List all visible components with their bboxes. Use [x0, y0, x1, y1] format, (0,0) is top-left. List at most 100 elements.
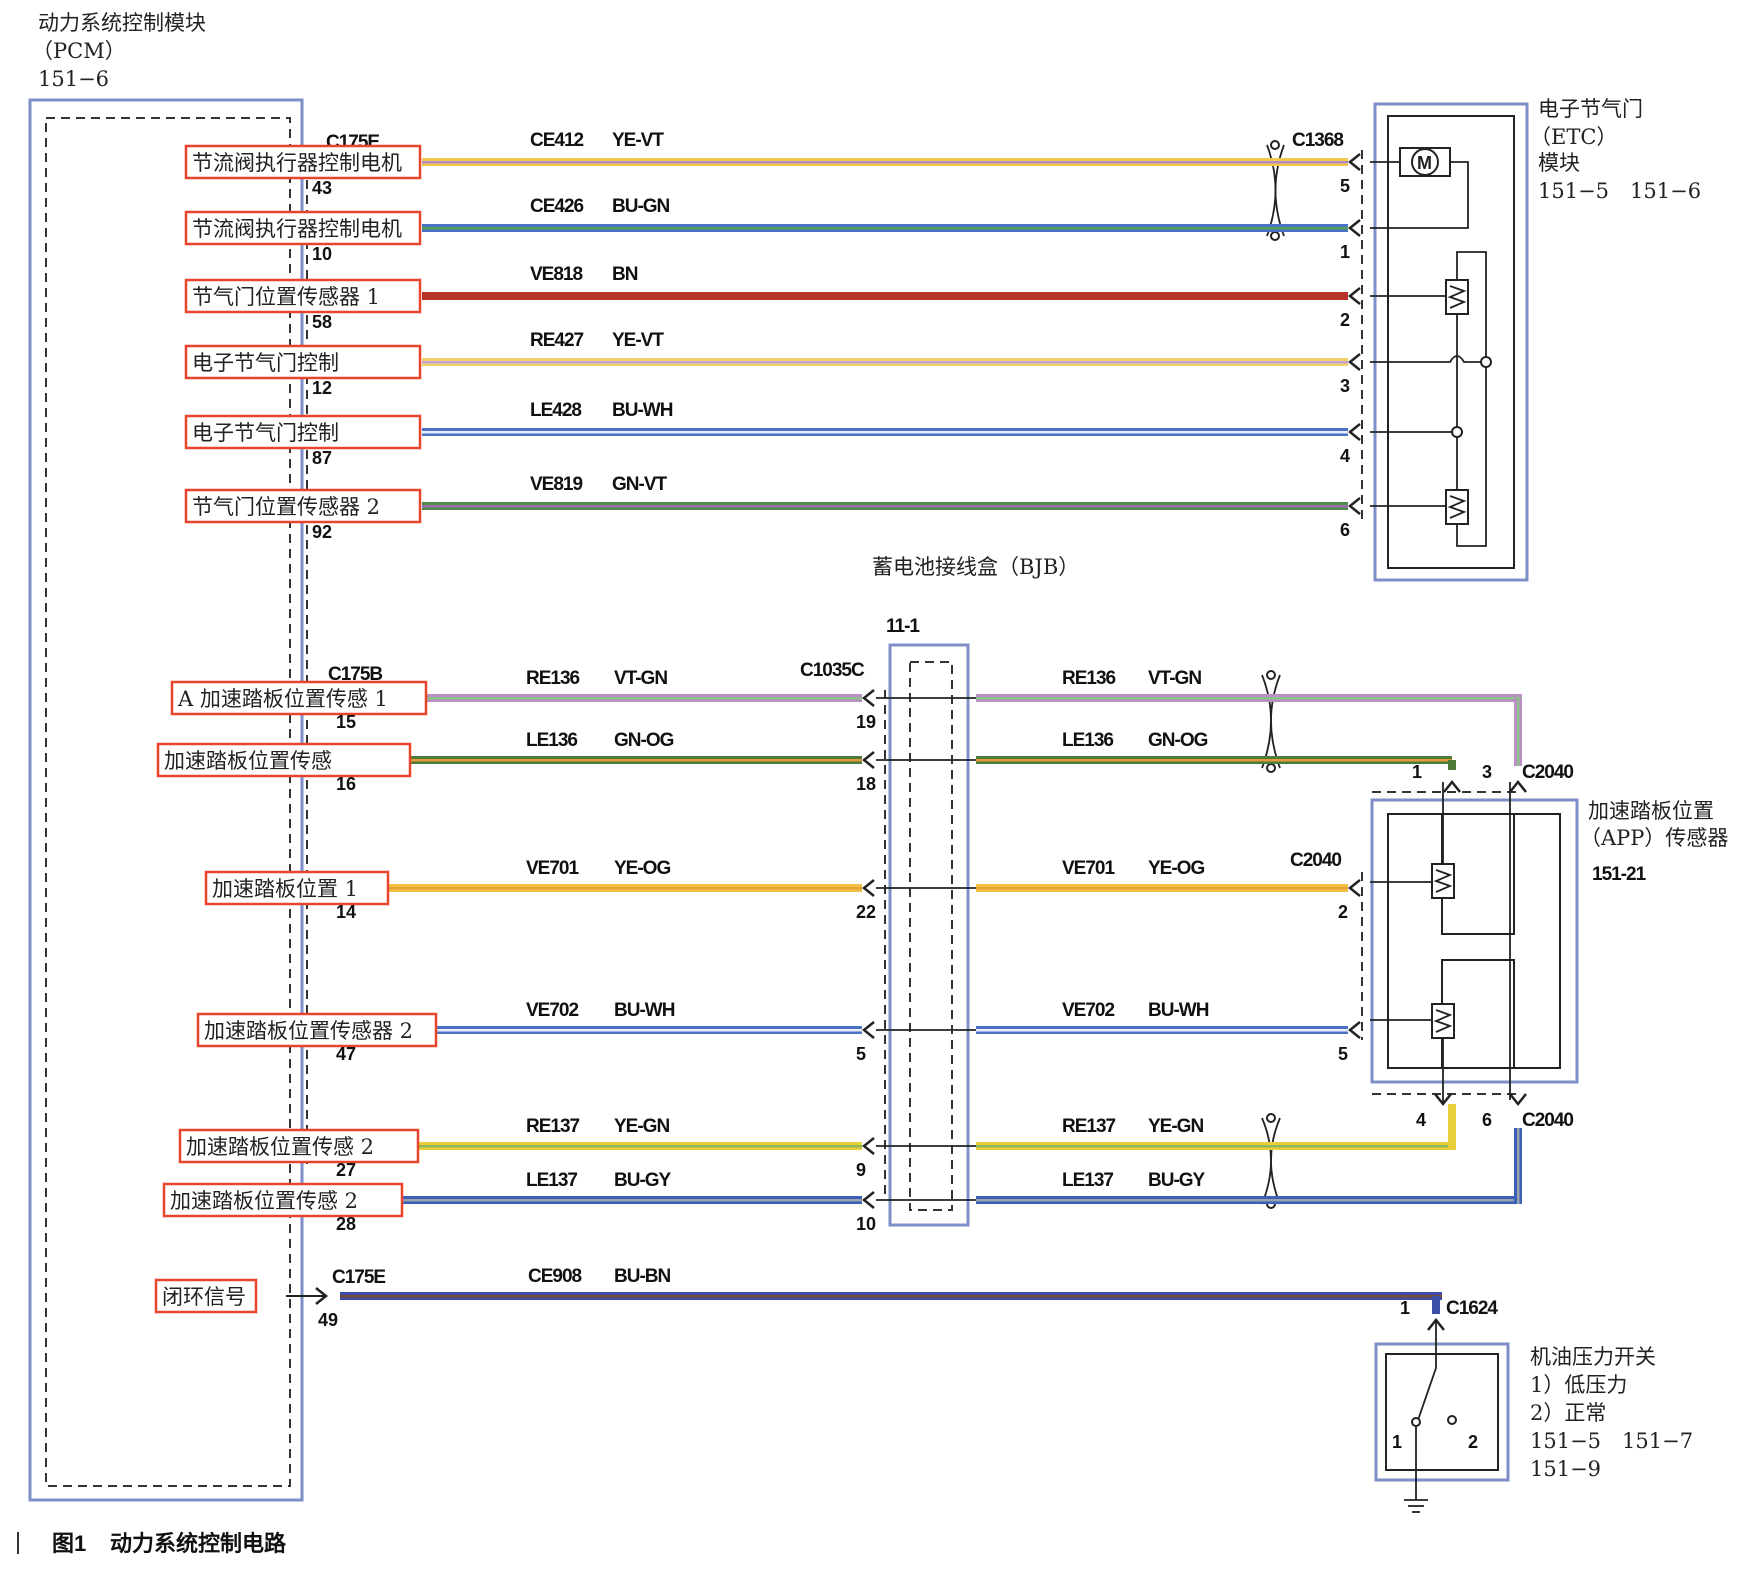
- connector-arrow-icon: [861, 1137, 875, 1155]
- wire-color-code: YE-VT: [612, 130, 664, 151]
- figure-caption: 动力系统控制电路: [110, 1531, 287, 1556]
- bjb-connector: C1035C: [800, 660, 865, 681]
- circuit-label-box: [184, 414, 422, 450]
- bjb-title: 蓄电池接线盒（BJB）: [872, 555, 1079, 579]
- circuit-label-box: [184, 278, 422, 314]
- circuit-id-right: LE136: [1062, 730, 1113, 751]
- circuit-label-box: [154, 1278, 258, 1314]
- circuit-id: VE818: [530, 264, 582, 285]
- app-sensor-1-icon: [1431, 863, 1455, 899]
- connector-arrow-icon: [861, 879, 875, 897]
- circuit-label-box: [178, 1128, 420, 1164]
- circuit-id: CE412: [530, 130, 584, 151]
- circuit-label-box: [170, 680, 428, 716]
- wire-stripe-secondary: [1517, 1128, 1520, 1204]
- circuit-id: VE702: [526, 1000, 578, 1021]
- wire-stripe-main: [1448, 760, 1456, 770]
- wire-stripe-secondary: [426, 697, 862, 700]
- pressure-switch-icon: [1404, 1320, 1457, 1513]
- wire-stripe-secondary: [388, 887, 862, 890]
- wire-stripe-secondary: [422, 161, 1348, 164]
- bjb-pin: 9: [856, 1160, 866, 1180]
- oil-ref1: 151−5 151−7: [1530, 1429, 1693, 1453]
- oil-title: 机油压力开关: [1530, 1345, 1656, 1369]
- bjb-frame: [888, 643, 970, 1227]
- connector-arrow-icon: [1509, 1093, 1527, 1107]
- motor-icon: M: [1399, 147, 1451, 177]
- app-pin-1: 1: [1412, 762, 1422, 782]
- wire-stripe-secondary: [402, 1199, 862, 1202]
- circuit-label: 节气门位置传感器 1: [192, 285, 380, 309]
- pcm-pin: 87: [312, 448, 332, 468]
- wire-stripe-secondary: [422, 227, 1348, 230]
- etc-pin: 6: [1340, 520, 1350, 540]
- oil-connector: C1624: [1446, 1298, 1498, 1319]
- app-connector-mid: C2040: [1290, 850, 1341, 871]
- wire-stripe-secondary: [976, 1199, 1518, 1202]
- etc-abbr: （ETC）: [1530, 125, 1617, 149]
- connector-arrow-icon: [1347, 153, 1361, 171]
- pcm-abbr: （PCM）: [32, 39, 126, 63]
- pcm-ref: 151−6: [38, 67, 109, 91]
- wire-stripe-secondary: [1517, 698, 1520, 766]
- wire-color-code: YE-VT: [612, 330, 664, 351]
- circuit-label: 节流阀执行器控制电机: [192, 217, 402, 241]
- wire-stripe-secondary: [422, 431, 1348, 434]
- wire-stripe-secondary: [976, 1029, 1348, 1032]
- bjb-pin: 5: [856, 1044, 866, 1064]
- wire-color-code-right: BU-GY: [1148, 1170, 1206, 1191]
- pcm-pin: 16: [336, 774, 356, 794]
- app-ref: 151-21: [1592, 864, 1647, 885]
- wire: [388, 884, 862, 892]
- circuit-label-box: [156, 742, 412, 778]
- connector-arrow-icon: [1347, 423, 1361, 441]
- wire: [426, 694, 862, 702]
- wire-color-code-right: GN-OG: [1148, 730, 1208, 751]
- circuit-id: VE819: [530, 474, 582, 495]
- circuit-label: 节气门位置传感器 2: [192, 495, 380, 519]
- wire: [410, 756, 862, 764]
- etc-pin: 3: [1340, 376, 1350, 396]
- connector-arrow-icon: [861, 751, 875, 769]
- pcm-app-connector: C175B: [328, 664, 382, 685]
- app-pin-3: 3: [1482, 762, 1492, 782]
- circuit-id: LE428: [530, 400, 581, 421]
- connector-arrow-icon: [861, 1021, 875, 1039]
- circuit-id-right: VE702: [1062, 1000, 1114, 1021]
- app-pin: 2: [1338, 902, 1348, 922]
- etc-junction: [1451, 426, 1463, 438]
- connector-arrow-icon: [1443, 779, 1461, 793]
- circuit-label: 加速踏板位置 1: [212, 877, 358, 901]
- app-sensor-inner: [1387, 813, 1561, 1069]
- wire: [976, 756, 1452, 764]
- circuit-label: 加速踏板位置传感 2: [186, 1135, 374, 1159]
- circuit-id: CE908: [528, 1266, 582, 1287]
- wire: [422, 502, 1348, 510]
- circuit-id: LE136: [526, 730, 577, 751]
- etc-module-frame: [1373, 102, 1529, 582]
- circuit-label: A 加速踏板位置传感 1: [177, 687, 388, 711]
- wire-color-code: YE-OG: [614, 858, 670, 879]
- etc-pin: 4: [1340, 446, 1350, 466]
- etc-wire: [1370, 355, 1486, 363]
- circuit-id-right: RE136: [1062, 668, 1116, 689]
- wire-color-code: GN-VT: [612, 474, 668, 495]
- app-connector-top: C2040: [1522, 762, 1573, 783]
- circuit-id: RE427: [530, 330, 584, 351]
- wire-color-code: GN-OG: [614, 730, 674, 751]
- wire-stripe-secondary: [436, 1029, 862, 1032]
- wire-color-code-right: YE-GN: [1148, 1116, 1203, 1137]
- wire-stripe-secondary: [976, 697, 1518, 700]
- pcm-pin: 27: [336, 1160, 356, 1180]
- circuit-id: LE137: [526, 1170, 577, 1191]
- circuit-label: 节流阀执行器控制电机: [192, 151, 402, 175]
- wire: [976, 884, 1348, 892]
- circuit-id: RE136: [526, 668, 580, 689]
- wire-color-code: BU-GN: [612, 196, 670, 217]
- motor-label: M: [1417, 153, 1432, 173]
- oil-line1: 1）低压力: [1530, 1373, 1627, 1397]
